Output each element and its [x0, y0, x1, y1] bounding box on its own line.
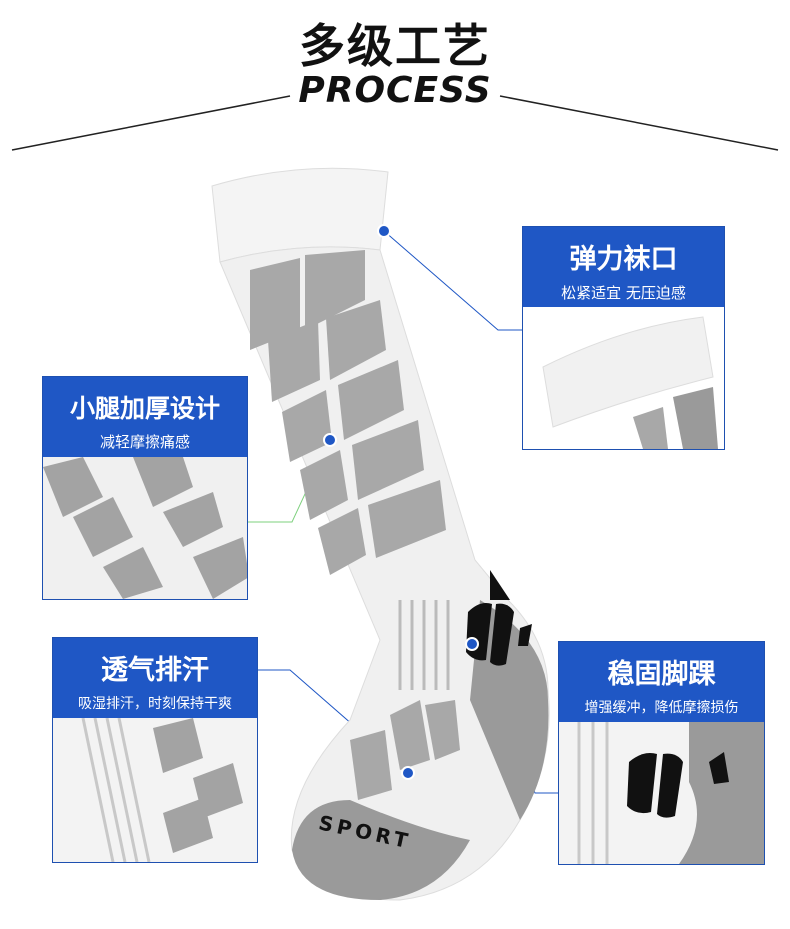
calf-detail-image [43, 457, 247, 599]
feature-subtitle: 增强缓冲，降低摩擦损伤 [584, 700, 739, 716]
feature-card-cuff: 弹力袜口 松紧适宜 无压迫感 [522, 226, 725, 450]
feature-title: 透气排汗 [101, 655, 209, 686]
feature-title: 稳固脚踝 [607, 659, 716, 690]
feature-card-breathable: 透气排汗 吸湿排汗，时刻保持干爽 [52, 637, 258, 863]
feature-card-calf: 小腿加厚设计 减轻摩擦痛感 [42, 376, 248, 600]
feature-card-ankle: 稳固脚踝 增强缓冲，降低摩擦损伤 [558, 641, 765, 865]
feature-subtitle: 减轻摩擦痛感 [99, 433, 190, 451]
feature-card-header: 稳固脚踝 增强缓冲，降低摩擦损伤 [559, 642, 764, 724]
breathable-detail-image [53, 718, 257, 862]
feature-card-header: 小腿加厚设计 减轻摩擦痛感 [43, 377, 247, 459]
feature-subtitle: 吸湿排汗，时刻保持干爽 [78, 696, 232, 712]
feature-title: 小腿加厚设计 [69, 394, 220, 423]
cuff-detail-image [523, 307, 724, 449]
feature-subtitle: 松紧适宜 无压迫感 [561, 284, 686, 302]
ankle-detail-image [559, 722, 764, 864]
page-title-en: PROCESS [298, 70, 492, 111]
feature-card-header: 弹力袜口 松紧适宜 无压迫感 [523, 227, 724, 309]
feature-card-header: 透气排汗 吸湿排汗，时刻保持干爽 [53, 638, 257, 720]
page-title-cn: 多级工艺 [299, 19, 491, 73]
feature-title: 弹力袜口 [569, 244, 678, 275]
